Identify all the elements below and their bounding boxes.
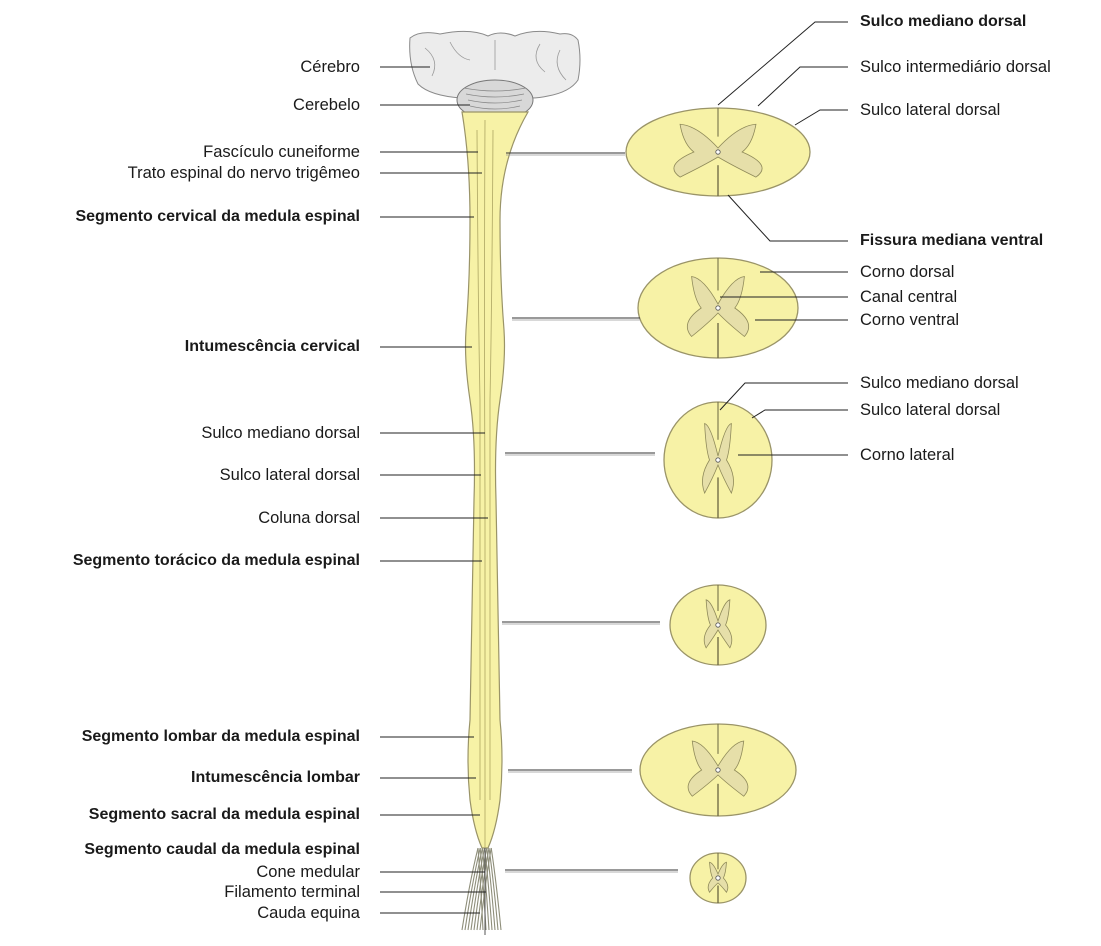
label-canal-central: Canal central	[860, 287, 957, 307]
label-sulco-intermediario-dorsal: Sulco intermediário dorsal	[860, 57, 1051, 77]
label-segmento-caudal: Segmento caudal da medula espinal	[84, 840, 360, 860]
label-cerebelo: Cerebelo	[293, 95, 360, 115]
section-sacral	[690, 853, 746, 903]
label-segmento-cervical: Segmento cervical da medula espinal	[75, 207, 360, 227]
label-segmento-toracico: Segmento torácico da medula espinal	[73, 551, 360, 571]
label-cerebro: Cérebro	[300, 57, 360, 77]
label-corno-lateral: Corno lateral	[860, 445, 954, 465]
central-canal	[716, 768, 720, 772]
label-intumescencia-cervical: Intumescência cervical	[185, 337, 360, 357]
label-segmento-lombar: Segmento lombar da medula espinal	[82, 727, 360, 747]
section-thoracic-upper	[664, 402, 772, 518]
section-lumbar	[640, 724, 796, 816]
label-fasciculo-cuneiforme: Fascículo cuneiforme	[203, 142, 360, 162]
central-canal	[716, 876, 720, 880]
label-trato-espinal: Trato espinal do nervo trigêmeo	[128, 163, 360, 183]
central-canal	[716, 623, 720, 627]
label-cone-medular: Cone medular	[256, 862, 360, 882]
label-intumescencia-lombar: Intumescência lombar	[191, 768, 360, 788]
label-sulco-lateral-dorsal-left: Sulco lateral dorsal	[220, 465, 360, 485]
label-sulco-lateral-dorsal-top: Sulco lateral dorsal	[860, 100, 1000, 120]
label-fissura-mediana-ventral: Fissura mediana ventral	[860, 231, 1043, 251]
central-canal	[716, 150, 720, 154]
label-sulco-mediano-dorsal-left: Sulco mediano dorsal	[201, 423, 360, 443]
leader-line	[718, 22, 848, 105]
label-cauda-equina: Cauda equina	[257, 903, 360, 923]
label-filamento-terminal: Filamento terminal	[224, 882, 360, 902]
leader-line	[758, 67, 848, 106]
central-canal	[716, 458, 720, 462]
section-thoracic-lower	[670, 585, 766, 665]
leader-line	[728, 195, 848, 241]
label-sulco-mediano-dorsal-top: Sulco mediano dorsal	[860, 12, 1026, 32]
spinal-cord-group	[462, 112, 528, 935]
label-segmento-sacral: Segmento sacral da medula espinal	[89, 805, 360, 825]
section-cervical-enlargement	[638, 258, 798, 358]
leader-line	[795, 110, 848, 125]
label-coluna-dorsal: Coluna dorsal	[258, 508, 360, 528]
leader-line	[752, 410, 848, 418]
brain-group	[410, 31, 580, 120]
label-sulco-mediano-dorsal-mid: Sulco mediano dorsal	[860, 373, 1019, 393]
label-corno-dorsal: Corno dorsal	[860, 262, 954, 282]
label-sulco-lateral-dorsal-mid: Sulco lateral dorsal	[860, 400, 1000, 420]
central-canal	[716, 306, 720, 310]
spinal-cord-body	[462, 112, 528, 848]
cauda-equina-root	[491, 848, 501, 930]
section-cervical-upper	[626, 108, 810, 196]
dorsal-median-line	[485, 120, 486, 848]
label-corno-ventral: Corno ventral	[860, 310, 959, 330]
